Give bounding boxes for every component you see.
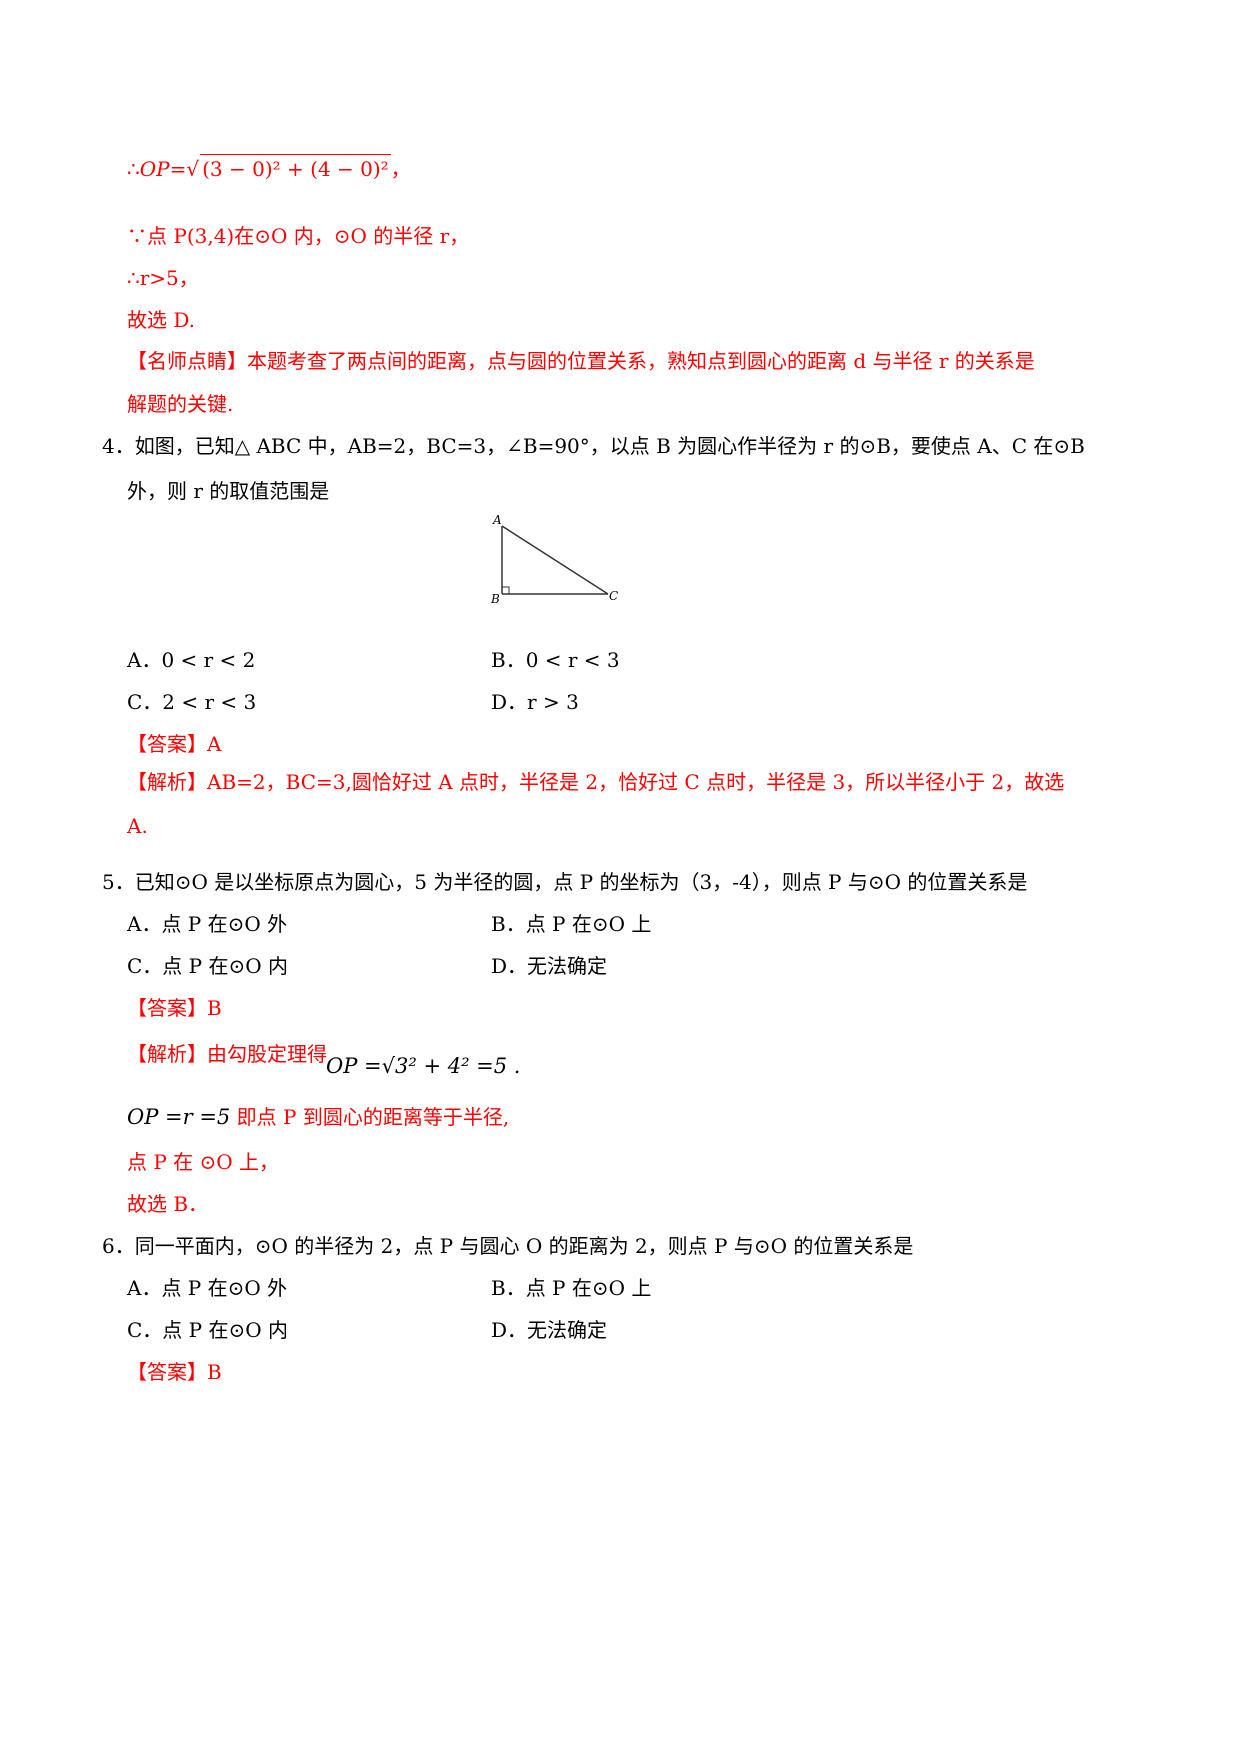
q4-option-c[interactable]: C．2 < r < 3 bbox=[127, 690, 257, 714]
q5-analysis-line4: 故选 B． bbox=[127, 1192, 209, 1216]
q6-stem: 6．同一平面内，⊙O 的半径为 2，点 P 与圆心 O 的距离为 2，则点 P … bbox=[102, 1234, 914, 1258]
formula-op-eq-r: OP =r =5 bbox=[127, 1105, 231, 1129]
q6-option-a[interactable]: A．点 P 在⊙O 外 bbox=[127, 1276, 288, 1300]
analysis-label: 【解析】 bbox=[127, 770, 207, 794]
vertex-b-label: B bbox=[490, 592, 500, 606]
q3-teacher-tip-cont: 解题的关键. bbox=[127, 392, 234, 416]
q4-analysis-cont: A. bbox=[127, 814, 148, 838]
analysis2-text: 即点 P 到圆心的距离等于半径, bbox=[230, 1105, 510, 1129]
q6-answer: 【答案】B bbox=[127, 1360, 222, 1384]
q5-option-d[interactable]: D．无法确定 bbox=[491, 954, 608, 978]
q5-option-c[interactable]: C．点 P 在⊙O 内 bbox=[127, 954, 288, 978]
q3-teacher-tip: 【名师点睛】本题考查了两点间的距离，点与圆的位置关系，熟知点到圆心的距离 d 与… bbox=[127, 347, 1035, 375]
tip-label: 【名师点睛】 bbox=[127, 349, 247, 373]
q4-triangle-figure: A B C bbox=[490, 513, 618, 606]
analysis-text: AB=2，BC=3,圆恰好过 A 点时，半径是 2，恰好过 C 点时，半径是 3… bbox=[207, 770, 1065, 794]
q5-option-b[interactable]: B．点 P 在⊙O 上 bbox=[491, 912, 652, 936]
q6-option-b[interactable]: B．点 P 在⊙O 上 bbox=[491, 1276, 652, 1300]
q3-op-formula: ∴OP=√(3 − 0)² + (4 − 0)²， bbox=[127, 154, 411, 183]
q4-option-a[interactable]: A．0 < r < 2 bbox=[127, 648, 256, 672]
q3-line-choose-d: 故选 D. bbox=[127, 308, 196, 332]
q5-analysis-line2: OP =r =5 即点 P 到圆心的距离等于半径, bbox=[127, 1103, 509, 1131]
q5-stem: 5．已知⊙O 是以坐标原点为圆心，5 为半径的圆，点 P 的坐标为（3，-4），… bbox=[102, 870, 1028, 894]
q5-analysis-line3: 点 P 在 ⊙O 上， bbox=[127, 1150, 280, 1174]
q6-option-c[interactable]: C．点 P 在⊙O 内 bbox=[127, 1318, 288, 1342]
q4-option-d[interactable]: D．r > 3 bbox=[491, 690, 579, 714]
q3-line-point-inside: ∵点 P(3,4)在⊙O 内，⊙O 的半径 r， bbox=[127, 224, 470, 248]
q5-option-a[interactable]: A．点 P 在⊙O 外 bbox=[127, 912, 288, 936]
q4-analysis: 【解析】AB=2，BC=3,圆恰好过 A 点时，半径是 2，恰好过 C 点时，半… bbox=[127, 768, 1064, 796]
q5-answer: 【答案】B bbox=[127, 996, 222, 1020]
tip-text: 本题考查了两点间的距离，点与圆的位置关系，熟知点到圆心的距离 d 与半径 r 的… bbox=[247, 349, 1035, 373]
vertex-a-label: A bbox=[492, 513, 502, 527]
q5-analysis-label: 【解析】由勾股定理得 bbox=[127, 1042, 327, 1066]
q3-line-r-gt-5: ∴r>5， bbox=[127, 266, 199, 290]
q4-stem-line2: 外，则 r 的取值范围是 bbox=[127, 479, 330, 503]
vertex-c-label: C bbox=[609, 589, 618, 603]
q4-stem-line1: 4．如图，已知△ ABC 中，AB=2，BC=3，∠B=90°，以点 B 为圆心… bbox=[102, 434, 1085, 458]
q5-analysis-formula: OP =√3² + 4² =5 . bbox=[326, 1054, 521, 1078]
q6-option-d[interactable]: D．无法确定 bbox=[491, 1318, 608, 1342]
q4-option-b[interactable]: B．0 < r < 3 bbox=[491, 648, 620, 672]
q4-answer: 【答案】A bbox=[127, 732, 222, 756]
